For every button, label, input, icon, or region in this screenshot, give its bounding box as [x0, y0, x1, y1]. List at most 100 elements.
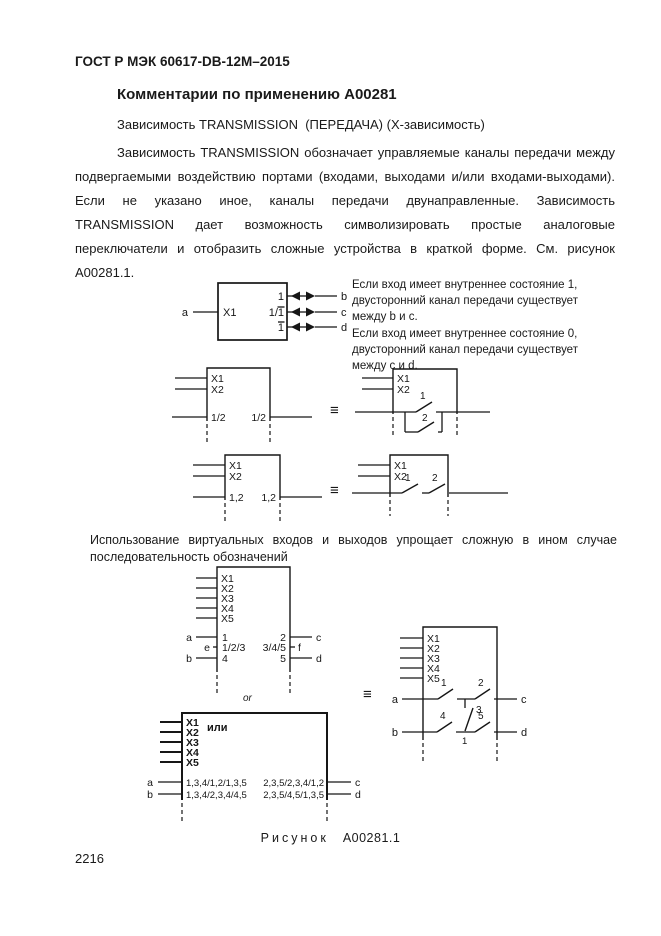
bidirectional-arrow-icon — [291, 291, 315, 301]
d2l-box — [206, 367, 271, 421]
diagram4-virtual-io-symbol: X1 X2 X3 X4 X5 a 1 e 1/2/3 b 4 2 c 3/4/5… — [186, 566, 322, 696]
switch-contact — [415, 401, 433, 413]
d6-switch1-label: 1 — [441, 678, 447, 689]
d5-inner: 2,3,5/2,3,4/1,2 — [263, 778, 324, 789]
d2l-port-right: 1/2 — [251, 412, 266, 424]
d5-inner: 1,3,4/2,3,4/4,5 — [186, 790, 247, 801]
d5-inner: 2,3,5/4,5/1,3,5 — [263, 790, 324, 801]
d4-control: X2 — [221, 583, 234, 595]
d4-inner: 2 — [280, 632, 286, 644]
diagram2-left-symbol: X1 X2 1/2 1/2 — [172, 367, 312, 444]
switch-contact — [474, 721, 491, 733]
d5-outer-a: a — [147, 777, 153, 789]
d6-control: X1 — [427, 633, 440, 645]
d6-control: X4 — [427, 663, 440, 675]
d6-in-b: b — [392, 727, 398, 739]
switch-contact — [437, 688, 454, 700]
d5-box — [181, 712, 328, 800]
virtual-io-note: Использование виртуальных входов и выход… — [90, 533, 617, 564]
d6-node-label: 1 — [462, 736, 467, 747]
figure-caption-word: Рисунок — [260, 831, 329, 845]
annotation-line: Если вход имеет внутреннее состояние 0, — [352, 327, 578, 340]
d1-port-inner: 1/1 — [269, 307, 284, 319]
d3r-switch1-label: 1 — [405, 473, 411, 484]
page-number: 2216 — [75, 851, 104, 866]
switch-contact — [464, 707, 474, 732]
d5-control: X5 — [186, 757, 199, 769]
d4-outer-a: a — [186, 632, 192, 644]
d4-box — [216, 566, 291, 672]
d4-outer-f: f — [298, 642, 301, 654]
figure-caption: Рисунок A00281.1 — [0, 831, 661, 845]
switch-contact — [436, 721, 453, 733]
body-paragraph: Зависимость TRANSMISSION обозначает упра… — [75, 145, 615, 280]
bidirectional-arrow-icon — [291, 307, 315, 317]
d4-inner: 1/2/3 — [222, 642, 246, 654]
figure-caption-number: A00281.1 — [342, 831, 401, 845]
d5-control: X3 — [186, 737, 199, 749]
d5-outer-c: c — [355, 777, 360, 789]
d2r-switch2-label: 2 — [422, 413, 428, 424]
d2r-box — [392, 368, 458, 414]
switch-contact — [417, 421, 435, 433]
annotation-line: двусторонний канал передачи существует — [352, 343, 578, 356]
d4-inner: 4 — [222, 653, 228, 665]
d6-switch5-label: 5 — [478, 711, 484, 722]
d2r-switch1-label: 1 — [420, 391, 426, 402]
d3l-control: X1 — [229, 460, 242, 472]
bidirectional-arrow-icon — [291, 322, 315, 332]
d1-input-a: a — [182, 307, 189, 319]
d4-inner: 1 — [222, 632, 228, 644]
d3l-port-right: 1,2 — [261, 492, 276, 504]
page-title: Комментарии по применению A00281 — [117, 86, 397, 103]
d1-port-outer: b — [341, 291, 347, 303]
switch-contact — [428, 483, 446, 494]
d6-in-a: a — [392, 694, 399, 706]
or-label: or — [243, 693, 253, 704]
d6-control: X3 — [427, 653, 440, 665]
d2r-control: X2 — [397, 384, 410, 396]
diagram2-right-equivalent: X1 X2 1 2 — [355, 368, 490, 437]
d4-outer-b: b — [186, 653, 192, 665]
equivalence-symbol: ≡ — [330, 482, 339, 499]
d3r-switch2-label: 2 — [432, 473, 438, 484]
d2l-control: X2 — [211, 384, 224, 396]
diagram5-or-symbol: или X1 X2 X3 X4 X5 a 1,3,4/1,2/1,3,5 b 1… — [147, 712, 361, 821]
d6-out-d: d — [521, 727, 527, 739]
d3l-box — [224, 454, 281, 500]
d4-inner: 3/4/5 — [263, 642, 287, 654]
d6-out-c: c — [521, 694, 527, 706]
d5-outer-d: d — [355, 789, 361, 801]
diagram1-transmission-block: a X1 1 b 1/1 c — [182, 282, 347, 341]
d1-port-inner: 1 — [278, 322, 284, 334]
d4-inner: 5 — [280, 653, 286, 665]
d3l-control: X2 — [229, 471, 242, 483]
d3r-control: X2 — [394, 471, 407, 483]
annotation-block: Если вход имеет внутреннее состояние 1, … — [352, 277, 628, 374]
annotation-line: двусторонний канал передачи существует — [352, 295, 578, 308]
switch-contact — [474, 688, 491, 700]
d4-outer-c: c — [316, 632, 321, 644]
d4-control: X4 — [221, 603, 234, 615]
d2l-control: X1 — [211, 373, 224, 385]
d2l-port-left: 1/2 — [211, 412, 226, 424]
annotation-line: между b и c. — [352, 311, 418, 324]
d3r-control: X1 — [394, 460, 407, 472]
d6-switch4-label: 4 — [440, 711, 446, 722]
annotation-line: Если вход имеет внутреннее состояние 1, — [352, 279, 578, 291]
d1-port-inner: 1 — [278, 291, 284, 303]
d5-outer-b: b — [147, 789, 153, 801]
intro-line: Зависимость TRANSMISSION (ПЕРЕДАЧА) (X-з… — [117, 117, 485, 132]
d4-control: X3 — [221, 593, 234, 605]
switch-contact — [401, 483, 419, 494]
document-header: ГОСТ Р МЭК 60617-DB-12M–2015 — [75, 54, 290, 69]
d5-inner: 1,3,4/1,2/1,3,5 — [186, 778, 247, 789]
d6-control: X5 — [427, 673, 440, 685]
diagram6-switch-network: X1 X2 X3 X4 X5 a 1 2 c 3 b 4 1 — [392, 626, 527, 763]
d4-control: X5 — [221, 613, 234, 625]
d3l-port-left: 1,2 — [229, 492, 244, 504]
d1-port-outer: d — [341, 322, 347, 334]
d5-control: X2 — [186, 727, 199, 739]
